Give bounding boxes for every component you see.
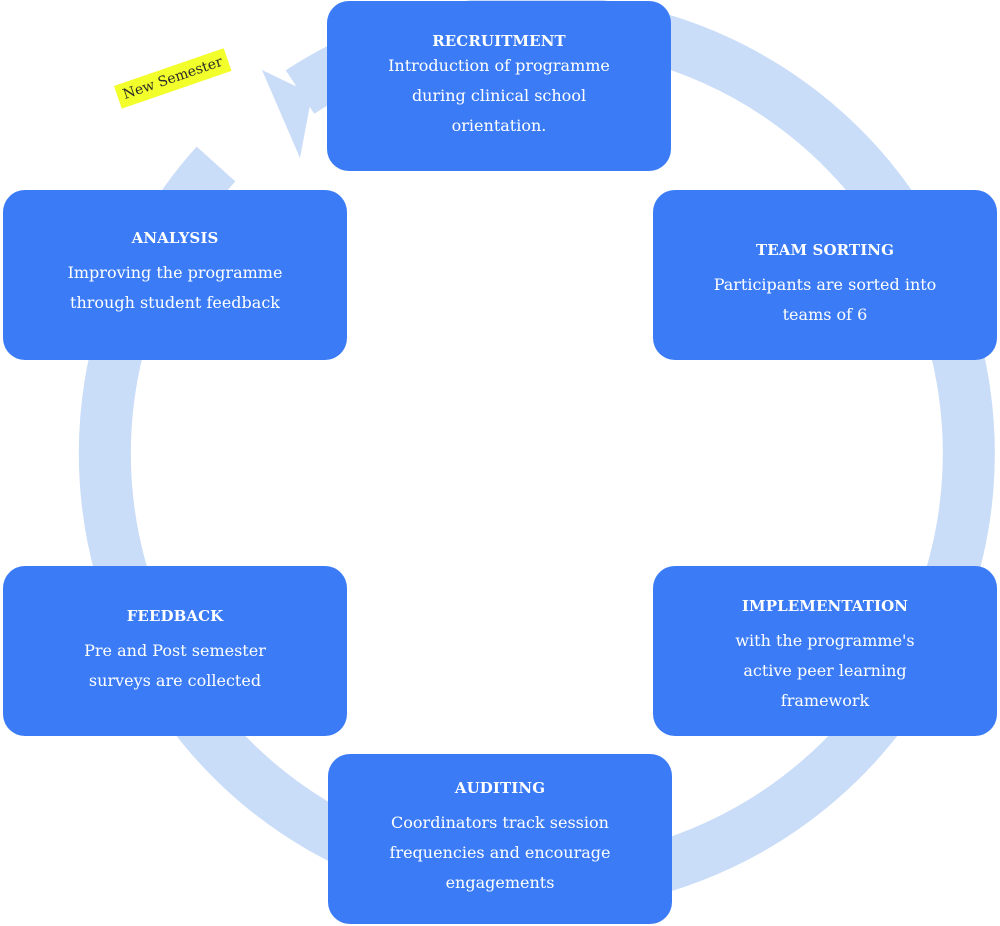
stage-description-line: teams of 6 <box>782 305 868 324</box>
stage-title: RECRUITMENT <box>432 32 566 50</box>
stage-team-sorting: TEAM SORTING Participants are sorted int… <box>653 190 997 360</box>
stage-description-line: Introduction of programme <box>388 56 610 75</box>
stage-description: Coordinators track session frequencies a… <box>354 808 646 898</box>
stage-analysis: ANALYSIS Improving the programme through… <box>3 190 347 360</box>
stage-description-line: active peer learning <box>743 661 907 680</box>
stage-title: IMPLEMENTATION <box>741 597 909 615</box>
stage-description-line: surveys are collected <box>88 671 262 690</box>
stage-description: Pre and Post semester surveys are collec… <box>29 636 321 696</box>
stage-title: FEEDBACK <box>126 607 224 625</box>
stage-description: Introduction of programme during clinica… <box>353 51 645 141</box>
stage-title: AUDITING <box>454 779 546 797</box>
stage-description-line: framework <box>780 691 870 710</box>
stage-recruitment: RECRUITMENT Introduction of programme du… <box>327 1 671 171</box>
stage-description-line: Improving the programme <box>67 263 283 282</box>
cycle-arrow-head-icon <box>262 70 312 158</box>
stage-description-line: with the programme's <box>735 631 915 650</box>
cycle-ring-band <box>78 0 995 912</box>
stage-description-line: through student feedback <box>70 293 280 312</box>
stage-description: Improving the programme through student … <box>29 258 321 318</box>
stage-auditing: AUDITING Coordinators track session freq… <box>328 754 672 924</box>
stage-description-line: Participants are sorted into <box>713 275 937 294</box>
stage-description-line: orientation. <box>451 116 547 135</box>
stage-description-line: during clinical school <box>411 86 587 105</box>
stage-title: ANALYSIS <box>131 229 219 247</box>
stage-implementation: IMPLEMENTATION with the programme's acti… <box>653 566 997 736</box>
stage-description-line: engagements <box>445 873 555 892</box>
stage-description-line: frequencies and encourage <box>389 843 611 862</box>
stage-description: Participants are sorted into teams of 6 <box>679 270 971 330</box>
stage-description: with the programme's active peer learnin… <box>679 626 971 716</box>
stage-description-line: Pre and Post semester <box>84 641 266 660</box>
stage-feedback: FEEDBACK Pre and Post semester surveys a… <box>3 566 347 736</box>
stage-title: TEAM SORTING <box>755 241 895 259</box>
stage-description-line: Coordinators track session <box>391 813 609 832</box>
